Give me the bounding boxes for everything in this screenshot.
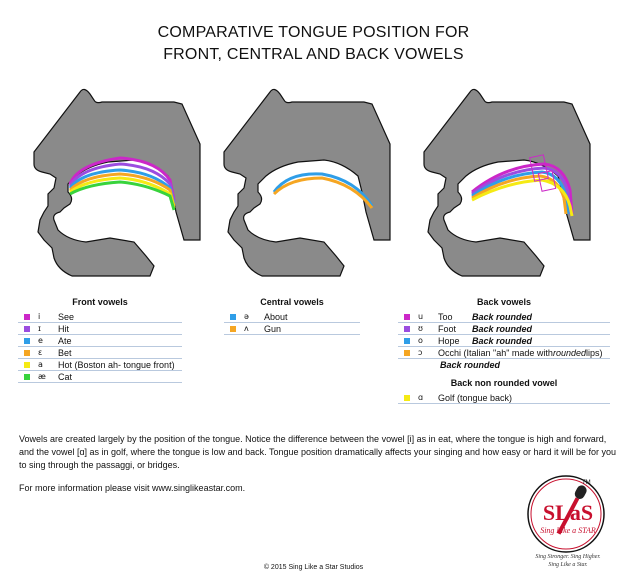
purple-swatch (404, 325, 410, 332)
rounded-label: Rounded (514, 199, 562, 211)
blue-swatch (230, 313, 236, 320)
vowel-example: Cat (58, 371, 73, 382)
central-vowels-header: Central vowels (260, 297, 324, 307)
logo-subtitle: Sing Like a STAR (540, 526, 596, 535)
back-extra-note-row: Back rounded (398, 359, 610, 370)
vowel-note: Back rounded (472, 323, 533, 334)
central-vowels-head (223, 88, 391, 277)
back-nonround-row: ɑ Golf (tongue back) (398, 392, 610, 404)
blue-swatch (24, 337, 30, 344)
vowel-row: ɔ Occhi (Italian "ah" made with rounded l… (398, 347, 610, 359)
back-extra-note: Back rounded (440, 359, 501, 370)
vowel-example: Foot (438, 323, 457, 334)
vowel-example-italic: rounded (552, 347, 586, 358)
logo-name: SLaS (542, 500, 594, 525)
central-vowels-legend: Central vowels ə About ʌ Gun (224, 297, 360, 335)
vowel-example: See (58, 311, 75, 322)
vowel-row: ə About (224, 311, 360, 323)
green-swatch (24, 373, 30, 380)
vowel-symbol: ʌ (244, 324, 249, 333)
logo-tagline-2: Sing Like a Star. (548, 562, 588, 568)
front-vowels-header: Front vowels (72, 297, 128, 307)
back-nonround-header: Back non rounded vowel (450, 378, 558, 388)
vowel-row: ʌ Gun (224, 323, 360, 335)
tongue-position-diagrams: Rounded (33, 88, 591, 277)
vowel-symbol: ɪ (38, 324, 41, 333)
front-vowels-legend: Front vowels i See ɪ Hit e Ate ɛ Bet a Hot (Bosto… (18, 297, 182, 383)
vowel-symbol: u (418, 312, 424, 321)
back-vowels-header: Back vowels (476, 297, 532, 307)
logo-tagline-1: Sing Stronger. Sing Higher. (535, 554, 601, 560)
vowel-symbol: o (418, 336, 423, 345)
vowel-note: Back rounded (472, 335, 533, 346)
vowel-symbol: ɛ (38, 348, 43, 357)
orange-swatch (404, 349, 410, 356)
magenta-swatch (404, 313, 410, 320)
svg-text:TM: TM (582, 480, 591, 486)
copyright-text: © 2015 Sing Like a Star Studios (263, 564, 364, 571)
vowel-example: Ate (58, 335, 72, 346)
vowel-example: Hot (Boston ah- tongue front) (58, 359, 175, 370)
slas-logo: TM SLaS Sing Like a STAR Sing Stronger. … (520, 474, 616, 572)
front-vowels-head (33, 88, 201, 277)
blue-swatch (404, 337, 410, 344)
vowel-example: Too (438, 311, 453, 322)
vowel-example: Occhi (Italian "ah" made with (438, 347, 553, 358)
vowel-symbol: i (38, 312, 41, 321)
page-subtitle: FRONT, CENTRAL AND BACK VOWELS (163, 46, 464, 63)
vowel-example: Bet (58, 347, 72, 358)
orange-swatch (230, 325, 236, 332)
yellow-swatch (24, 361, 30, 368)
back-vowels-head: Rounded (423, 88, 591, 277)
vowel-row: ɛ Bet (18, 347, 182, 359)
vowel-row: i See (18, 311, 182, 323)
vowel-row: æ Cat (18, 371, 182, 383)
vowel-symbol: e (38, 336, 43, 345)
vowel-symbol: ɔ (418, 348, 423, 357)
vowel-row: u Too Back rounded (398, 311, 610, 323)
vowel-example: Gun (264, 323, 282, 334)
vowel-symbol: ɑ (418, 393, 424, 402)
vowel-example: Hope (438, 335, 460, 346)
vowel-example: Golf (tongue back) (438, 392, 513, 403)
vowel-symbol: ʊ (418, 324, 423, 333)
logo-emblem: TM (527, 475, 605, 553)
vowel-row: ʊ Foot Back rounded (398, 323, 610, 335)
vowel-note: Back rounded (472, 311, 533, 322)
vowel-symbol: ə (244, 312, 249, 321)
vowel-example-tail: lips) (585, 347, 603, 358)
purple-swatch (24, 325, 30, 332)
explanation-paragraph: Vowels are created largely by the positi… (19, 434, 617, 470)
more-info-text: For more information please visit www.si… (19, 483, 246, 493)
vowel-example: About (264, 311, 288, 322)
page-title: COMPARATIVE TONGUE POSITION FOR (157, 24, 470, 41)
vowel-symbol: æ (38, 372, 46, 381)
vowel-row: e Ate (18, 335, 182, 347)
vowel-example: Hit (58, 323, 69, 334)
orange-swatch (24, 349, 30, 356)
yellow-swatch (404, 394, 410, 401)
vowel-row: a Hot (Boston ah- tongue front) (18, 359, 182, 371)
vowel-row: ɪ Hit (18, 323, 182, 335)
vowel-row: o Hope Back rounded (398, 335, 610, 347)
vowel-symbol: a (38, 360, 43, 369)
magenta-swatch (24, 313, 30, 320)
